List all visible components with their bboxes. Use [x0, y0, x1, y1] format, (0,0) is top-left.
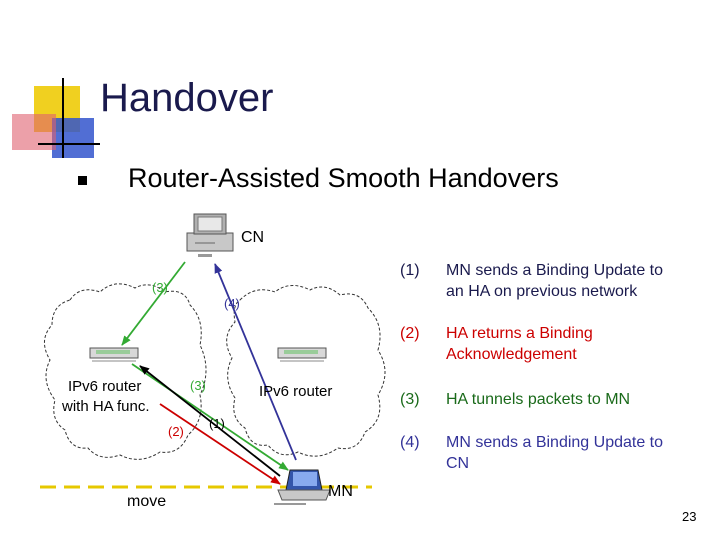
step-2-line1: HA returns a Binding [446, 325, 593, 342]
step1-arrow [139, 365, 281, 477]
mn-label: MN [328, 483, 353, 500]
bullet-icon [78, 176, 87, 185]
step-3: (3) HA tunnels packets to MN [400, 389, 630, 410]
arrow-label-4: (4) [224, 296, 240, 311]
step-2-line2: Acknowledgement [446, 346, 577, 363]
arrow-label-3-top: (3) [152, 280, 168, 295]
bullet-text: Router-Assisted Smooth Handovers [128, 163, 559, 193]
step-3-line1: HA tunnels packets to MN [446, 391, 631, 408]
arrow-label-1: (1) [209, 416, 225, 431]
step-4-line2: CN [446, 455, 470, 472]
cn-label: CN [241, 229, 264, 246]
accent-horizontal-line [38, 143, 100, 145]
page-number: 23 [682, 509, 697, 524]
step-2-number: (2) [400, 325, 420, 342]
step-1-line1: MN sends a Binding Update to [446, 262, 664, 279]
step-1-number: (1) [400, 262, 420, 279]
arrow-label-2: (2) [168, 424, 184, 439]
step-3-number: (3) [400, 391, 420, 408]
left-network-cloud [44, 283, 207, 460]
move-label: move [127, 493, 166, 510]
arrow-label-3-mid: (3) [190, 378, 206, 393]
right-router-icon [277, 347, 327, 362]
router-left-label-2: with HA func. [61, 398, 150, 415]
cn-computer-icon [186, 213, 234, 257]
mn-laptop-icon [274, 469, 331, 505]
step-4-number: (4) [400, 434, 420, 451]
accent-vertical-line [62, 78, 64, 158]
step2-arrow [159, 403, 281, 485]
step3-arrow-top [121, 261, 186, 346]
step-1: (1) MN sends a Binding Update to an HA on… [400, 260, 663, 302]
step-4-line1: MN sends a Binding Update to [446, 434, 664, 451]
step3-arrow-mid [131, 363, 289, 471]
right-network-cloud [226, 285, 386, 457]
step-4: (4) MN sends a Binding Update to CN [400, 432, 663, 474]
step4-arrow [214, 263, 297, 461]
router-left-label-1: IPv6 router [68, 378, 141, 395]
step-2: (2) HA returns a Binding Acknowledgement [400, 323, 593, 365]
step-1-line2: an HA on previous network [446, 283, 638, 300]
slide-title: Handover [100, 76, 274, 120]
router-right-label: IPv6 router [259, 383, 332, 400]
accent-square-blue [52, 118, 94, 158]
left-router-icon [89, 347, 139, 362]
